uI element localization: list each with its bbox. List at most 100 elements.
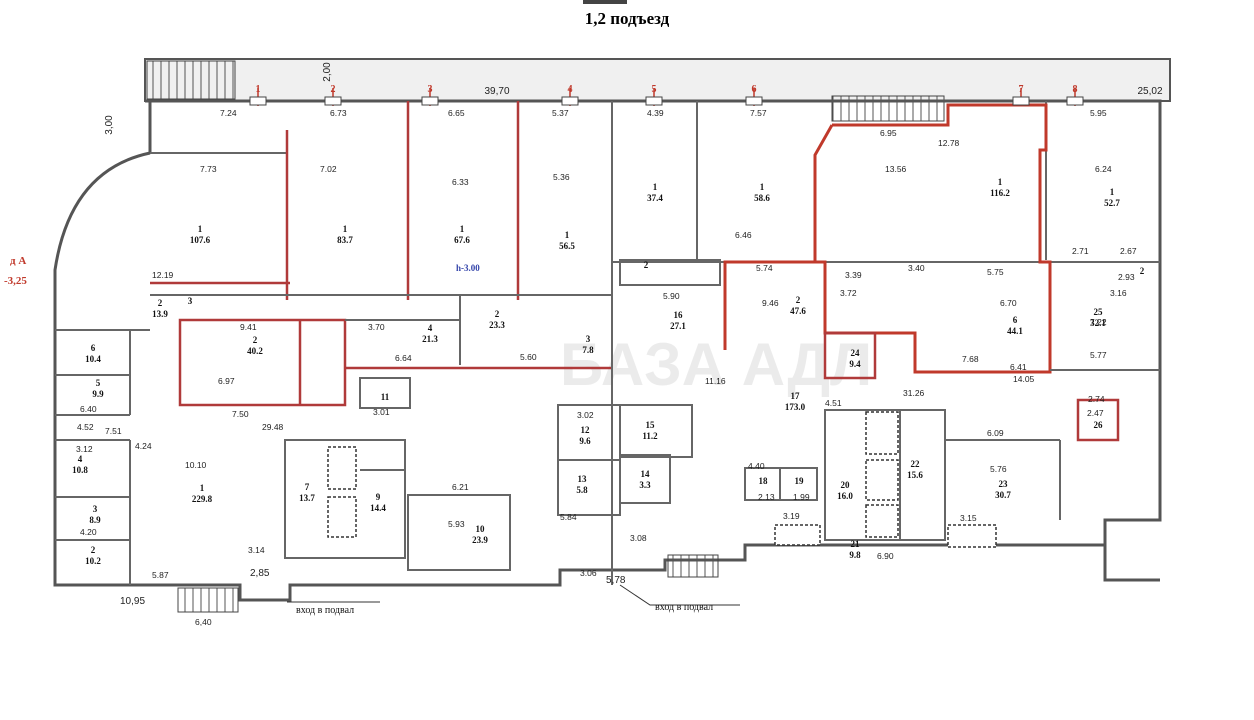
dim: 6.90: [877, 551, 894, 561]
room-number: 1: [565, 230, 570, 240]
dim: 5.84: [560, 512, 577, 522]
room-number: 2: [796, 295, 801, 305]
dim: 3.01: [373, 407, 390, 417]
dim: 3.16: [1110, 288, 1127, 298]
window-symbols: [249, 96, 1084, 106]
dim: 3.39: [845, 270, 862, 280]
basement-label-leader-2: [619, 584, 740, 606]
dim: 6.97: [218, 376, 235, 386]
room-area: 23.9: [472, 535, 488, 545]
dim-bottom-total: 10,95: [120, 596, 145, 607]
room-area: 9.6: [579, 436, 591, 446]
room-number: 3: [188, 296, 193, 306]
dim: 9.46: [762, 298, 779, 308]
axis-4: 4: [568, 84, 573, 95]
shaft-3: [865, 411, 899, 455]
axis-3: 3: [428, 84, 433, 95]
room-area: 21.3: [422, 334, 438, 344]
room-area: 23.3: [489, 320, 505, 330]
page-title: 1,2 подъезд: [585, 9, 670, 28]
dim: 2.67: [1120, 246, 1137, 256]
room-labels: 1 107.6 1 83.7 1 67.6 1 56.5 1 37.4 1 58…: [72, 177, 1145, 566]
room-area: 11.2: [642, 431, 658, 441]
dim: 3.70: [368, 322, 385, 332]
axis-8: 8: [1073, 84, 1078, 95]
dim-stair-width: 2,85: [250, 568, 270, 579]
dim: 7.57: [750, 108, 767, 118]
title-tab-stub: [583, 0, 627, 4]
dimension-labels: 7.24 6.73 6.65 5.37 4.39 7.57 6.95 5.95 …: [76, 108, 1137, 627]
room-number: 9: [376, 492, 381, 502]
outer-wall-south-west: [53, 151, 1105, 602]
axis-2: 2: [331, 84, 336, 95]
room-number: 17: [791, 391, 801, 401]
room-number: 16: [674, 310, 684, 320]
room-area: 32.1: [1090, 318, 1106, 328]
room-area: 9.4: [849, 359, 861, 369]
dim: 2.71: [1072, 246, 1089, 256]
dim: 5.37: [552, 108, 569, 118]
shaft-2: [327, 496, 357, 538]
entry-label: д А: [10, 255, 26, 267]
dim: 3.06: [580, 568, 597, 578]
dim: 3.14: [248, 545, 265, 555]
dim: 6.21: [452, 482, 469, 492]
dim: 3.12: [76, 444, 93, 454]
dim: 4.52: [77, 422, 94, 432]
south-stair-center: [667, 554, 719, 578]
room-area: 13.7: [299, 493, 315, 503]
room-number: 7: [305, 482, 310, 492]
shaft-7: [947, 524, 997, 548]
dim: 5.87: [152, 570, 169, 580]
room-number: 1: [198, 224, 203, 234]
room-number: 1: [343, 224, 348, 234]
room-number: 19: [795, 476, 805, 486]
dim-total-right: 25,02: [1137, 86, 1162, 97]
room-area: 37.4: [647, 193, 663, 203]
room-number: 2: [495, 309, 500, 319]
top-row-walls: [150, 101, 1160, 300]
dim: 2.13: [758, 492, 775, 502]
dim: 12.19: [152, 270, 174, 280]
room-number: 3: [586, 334, 591, 344]
shaft-6: [774, 524, 821, 546]
dim: 6.46: [735, 230, 752, 240]
dim: 11.16: [705, 376, 726, 386]
room-area: 15.6: [907, 470, 923, 480]
room-area: 30.7: [995, 490, 1011, 500]
dim: 3.40: [908, 263, 925, 273]
dim: 3.08: [630, 533, 647, 543]
room-area: 27.1: [670, 321, 686, 331]
room-number: 13: [578, 474, 588, 484]
room-number: 22: [911, 459, 921, 469]
dim: 4.40: [748, 461, 765, 471]
dim: 5.76: [990, 464, 1007, 474]
outer-wall-east: [145, 99, 1162, 582]
room-area: 44.1: [1007, 326, 1023, 336]
dim-stair-width-2: 5,78: [606, 575, 626, 586]
dim: 5.77: [1090, 350, 1107, 360]
room-number: 26: [1094, 420, 1104, 430]
dim-corridor-width: 2,00: [322, 62, 333, 82]
dim: 7.51: [105, 426, 122, 436]
room-area: 56.5: [559, 241, 575, 251]
entry-level: -3,25: [4, 275, 27, 287]
dim: 5.75: [987, 267, 1004, 277]
dim: 6.64: [395, 353, 412, 363]
dim: 7.73: [200, 164, 217, 174]
room-area: 16.0: [837, 491, 853, 501]
room-number: 20: [841, 480, 851, 490]
dim: 3.19: [783, 511, 800, 521]
room-number: 10: [476, 524, 486, 534]
room-number: 2: [644, 260, 649, 270]
room-number: 6: [91, 343, 96, 353]
lower-walls: [55, 259, 1160, 585]
room-number: 24: [851, 348, 861, 358]
room-area: 9.9: [92, 389, 104, 399]
dim: 5.95: [1090, 108, 1107, 118]
room-number: 2: [1140, 266, 1145, 276]
room-area: 40.2: [247, 346, 263, 356]
room-area: 9.8: [849, 550, 861, 560]
dim: 6.40: [80, 404, 97, 414]
